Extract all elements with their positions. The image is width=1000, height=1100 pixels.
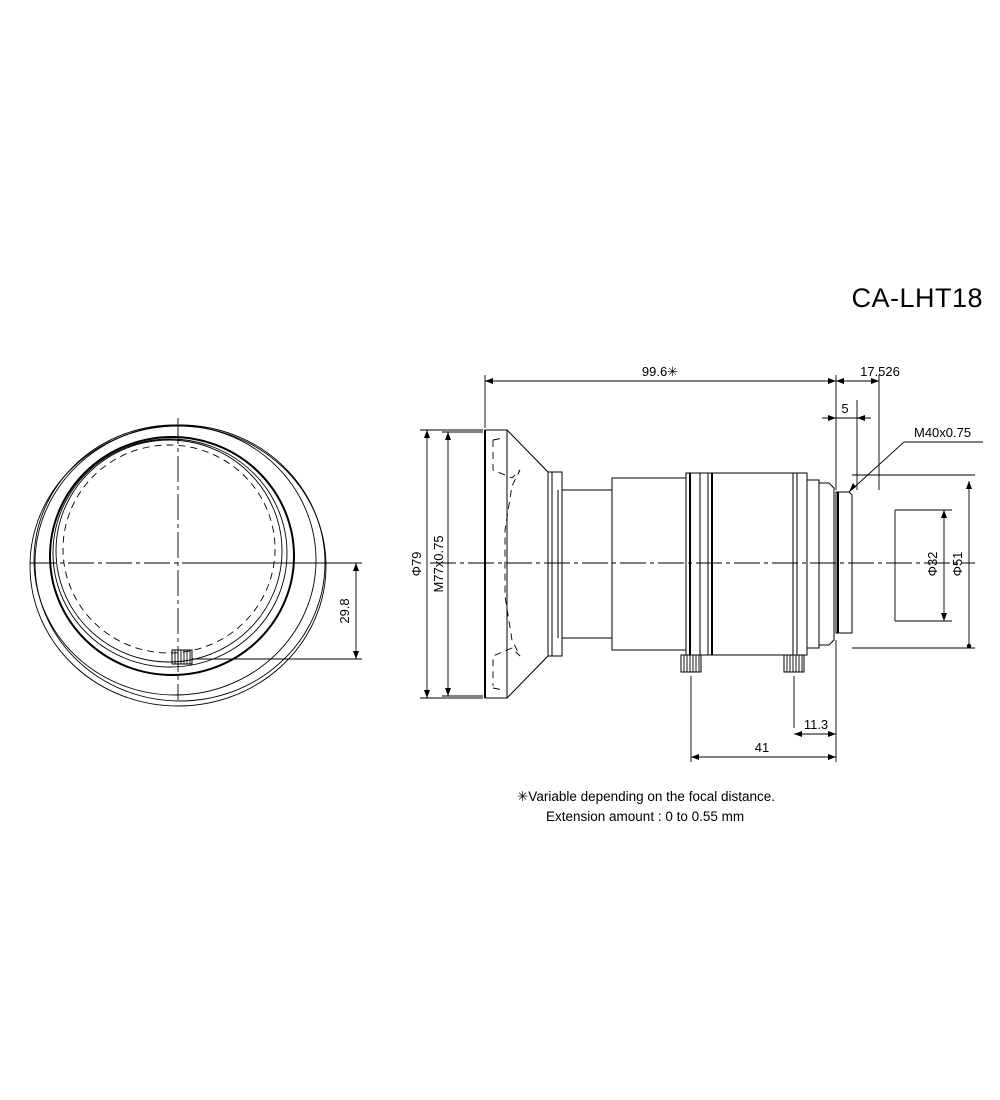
front-hood-inner-1 — [52, 438, 288, 668]
dimension-17-526: 17.526 — [836, 364, 900, 384]
side-view: 99.6✳ 17.526 5 M40x0.75 — [409, 364, 983, 762]
label-m40: M40x0.75 — [914, 425, 971, 440]
dim-label-5: 5 — [841, 401, 848, 416]
dimension-dia-79: Φ79 — [409, 430, 430, 698]
dimension-5: 5 — [822, 401, 871, 421]
dim-label-17-526: 17.526 — [860, 364, 900, 379]
page-title: CA-LHT18 — [851, 283, 983, 313]
leader-m40: M40x0.75 — [848, 425, 983, 493]
front-aperture-hidden-circle — [62, 444, 276, 654]
front-dimension-29-8: 29.8 — [192, 562, 362, 660]
side-set-screw-1 — [680, 654, 702, 673]
side-lens-hood — [484, 429, 549, 699]
dim-label-99-6: 99.6✳ — [642, 364, 678, 379]
side-hood-hidden-tick-bottom — [492, 687, 504, 691]
side-rear-ring-3 — [818, 482, 835, 646]
side-set-screw-2-body — [783, 654, 805, 673]
side-hood-hidden-lens — [492, 440, 521, 686]
side-flange-ring — [547, 471, 563, 657]
side-rear-ring-1 — [792, 472, 808, 656]
front-dim-label-29-8: 29.8 — [337, 598, 352, 623]
dimension-11-3: 11.3 — [794, 717, 836, 737]
front-view: 29.8 — [29, 418, 362, 707]
front-lock-screw-body — [171, 649, 193, 665]
dimension-99-6: 99.6✳ — [485, 364, 836, 384]
notes-block: ✳Variable depending on the focal distanc… — [517, 789, 775, 824]
dimension-dia-51: Φ51 — [950, 481, 972, 649]
dim-label-dia-32: Φ32 — [925, 552, 940, 577]
dimension-41: 41 — [691, 740, 836, 760]
side-barrel-step — [561, 489, 613, 639]
front-hood-inner-2 — [55, 439, 283, 663]
dimension-m77: M77x0.75 — [431, 432, 451, 696]
side-rear-ring-2 — [806, 479, 820, 649]
dim-label-11-3: 11.3 — [804, 717, 828, 732]
side-rear-mount — [792, 472, 853, 656]
side-hood-taper — [506, 429, 549, 699]
note-line-2: Extension amount : 0 to 0.55 mm — [546, 809, 744, 824]
dim-dot-dia-51 — [966, 643, 972, 649]
front-lock-screw — [171, 649, 193, 665]
dimension-dia-32: Φ32 — [925, 510, 947, 621]
front-hood-rim — [49, 436, 295, 676]
side-iris-ring — [707, 472, 794, 656]
side-barrel-step-body — [561, 489, 613, 639]
side-set-screw-1-body — [680, 654, 702, 673]
side-m40-thread-mount — [835, 491, 853, 634]
side-main-barrel — [611, 472, 794, 656]
dim-label-41: 41 — [755, 740, 769, 755]
leader-line-m40 — [848, 441, 905, 493]
front-outer-ring-3 — [33, 424, 317, 696]
note-line-1: ✳Variable depending on the focal distanc… — [517, 789, 775, 804]
side-hood-front-face — [484, 429, 508, 699]
side-main-barrel-body — [611, 477, 687, 651]
front-outer-ring-1 — [29, 425, 327, 707]
side-flange-body — [547, 471, 563, 657]
dim-label-dia-51: Φ51 — [950, 552, 965, 577]
dim-label-dia-79: Φ79 — [409, 552, 424, 577]
side-hood-hidden-tick-top — [492, 437, 504, 441]
side-set-screw-2 — [783, 654, 805, 673]
dim-label-m77: M77x0.75 — [431, 535, 446, 592]
